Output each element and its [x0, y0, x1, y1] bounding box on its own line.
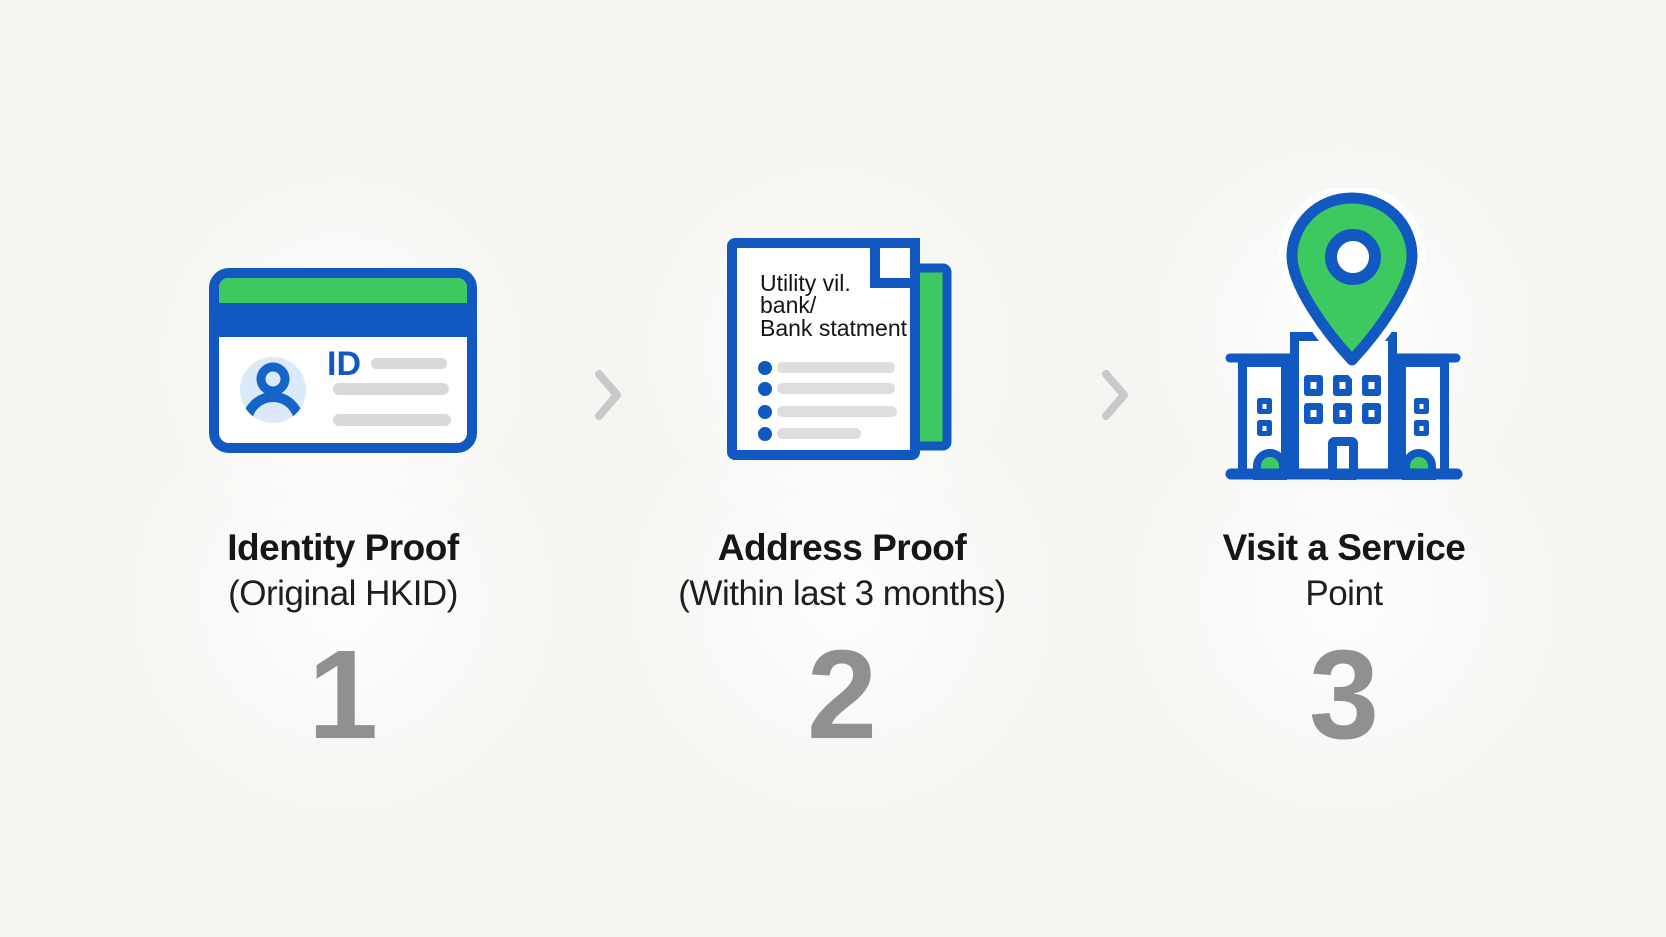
bullet-dot — [758, 382, 772, 396]
window-pane — [1310, 410, 1317, 417]
card-green-band — [219, 278, 467, 303]
placeholder-line — [333, 383, 449, 395]
bullet-dot — [758, 405, 772, 419]
document-text-line: Utility vil. — [760, 270, 851, 296]
window-pane — [1419, 404, 1424, 409]
placeholder-line — [777, 428, 861, 439]
id-card-icon: ID — [209, 268, 477, 453]
document-text: Utility vil. bank/ Bank statment — [760, 270, 908, 341]
window-pane — [1262, 426, 1267, 431]
window-pane — [1262, 404, 1267, 409]
id-label: ID — [327, 345, 361, 383]
window-pane — [1368, 382, 1375, 389]
step-subtitle: Point — [1305, 574, 1383, 614]
step-address-proof: Utility vil. bank/ Bank statment Address… — [592, 170, 1092, 758]
step-subtitle: (Original HKID) — [228, 574, 458, 614]
building-icon — [1225, 332, 1463, 480]
window-pane — [1368, 410, 1375, 417]
window-pane — [1419, 426, 1424, 431]
step-identity-proof: ID Identity Proof (Original HKID) 1 — [93, 170, 593, 758]
chevron-right-icon — [595, 370, 621, 420]
map-pin-icon — [1278, 188, 1426, 380]
pin-hole — [1325, 229, 1381, 285]
placeholder-line — [777, 383, 895, 394]
document-icon: Utility vil. bank/ Bank statment — [727, 238, 952, 460]
window-pane — [1339, 382, 1346, 389]
window-pane — [1339, 410, 1346, 417]
bullet-dot — [758, 427, 772, 441]
step-title: Identity Proof — [227, 527, 459, 568]
placeholder-line — [777, 406, 897, 417]
step-number: 3 — [1308, 624, 1380, 766]
location-pin-building-icon — [1225, 188, 1463, 480]
document-front-page — [727, 238, 920, 460]
document-bullet-list — [758, 361, 897, 441]
document-text-line: bank/ — [760, 292, 817, 318]
step-title: Visit a Service — [1222, 527, 1466, 568]
person-avatar-icon — [242, 362, 304, 423]
step-title: Address Proof — [717, 527, 967, 568]
step-service-point: Visit a Service Point 3 — [1094, 170, 1594, 758]
step-icon-wrap: Utility vil. bank/ Bank statment — [727, 170, 957, 480]
card-bands — [219, 278, 467, 337]
step-number: 2 — [806, 624, 878, 766]
placeholder-line — [371, 358, 447, 369]
chevron-right-icon — [1102, 370, 1128, 420]
step-icon-wrap: ID — [209, 170, 477, 480]
step-subtitle: (Within last 3 months) — [678, 574, 1006, 614]
document-text-line: Bank statment — [760, 315, 908, 341]
card-blue-band — [219, 303, 467, 337]
folded-corner — [870, 238, 920, 288]
bullet-dot — [758, 361, 772, 375]
window-pane — [1310, 382, 1317, 389]
step-icon-wrap — [1224, 170, 1464, 480]
placeholder-line — [333, 414, 451, 426]
step-number: 1 — [307, 624, 379, 766]
wing-windows — [1257, 398, 1429, 436]
tower-windows — [1304, 375, 1381, 424]
placeholder-line — [777, 362, 895, 373]
